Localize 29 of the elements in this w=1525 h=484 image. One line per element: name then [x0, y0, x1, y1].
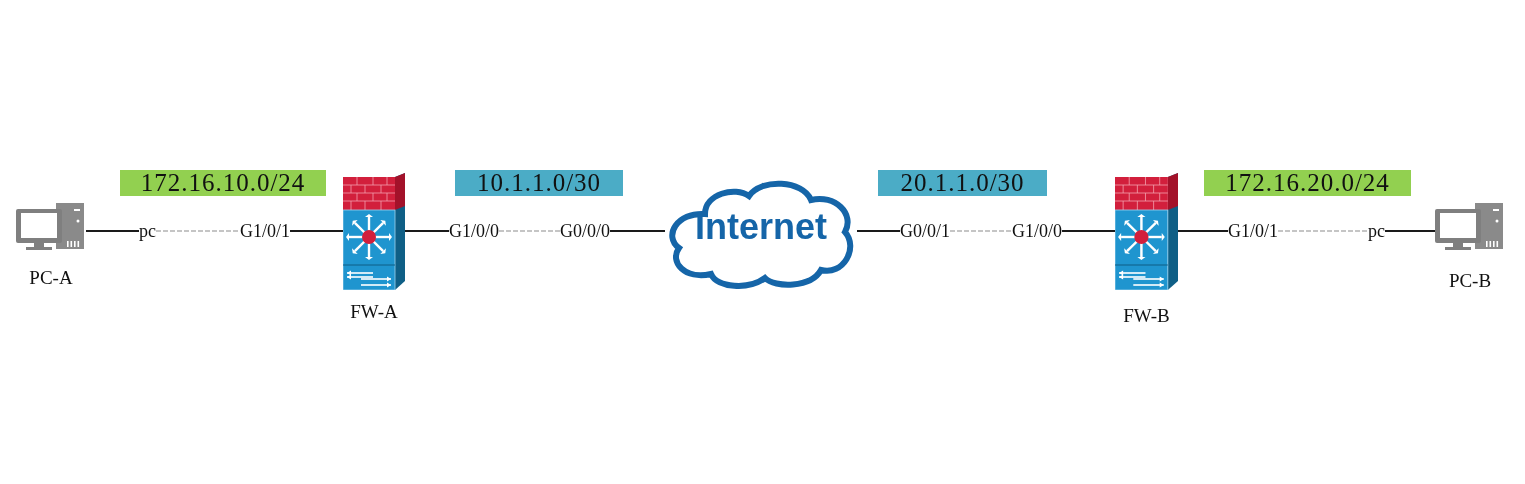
interface-label: G1/0/0: [1012, 221, 1062, 241]
dashed-link: [155, 230, 241, 232]
interface-label: pc: [1368, 221, 1385, 241]
interface-label: pc: [139, 221, 156, 241]
device-label: FW-A: [349, 301, 399, 323]
interface-label: G1/0/0: [449, 221, 499, 241]
interface-label: G0/0/0: [560, 221, 610, 241]
link-line: [289, 230, 344, 232]
link-line: [856, 230, 901, 232]
interface-label: G1/0/1: [1228, 221, 1278, 241]
device-label: PC-B: [1447, 270, 1493, 292]
link-line: [1384, 230, 1436, 232]
link-line: [85, 230, 140, 232]
subnet-box: 172.16.20.0/24: [1204, 170, 1411, 196]
dashed-link: [949, 230, 1013, 232]
cloud-label: Internet: [694, 206, 828, 248]
subnet-box: 20.1.1.0/30: [878, 170, 1047, 196]
link-line: [404, 230, 450, 232]
dashed-link: [498, 230, 561, 232]
interface-label: G1/0/1: [240, 221, 290, 241]
dashed-link: [1277, 230, 1369, 232]
link-line: [609, 230, 666, 232]
link-line: [1177, 230, 1229, 232]
subnet-box: 10.1.1.0/30: [455, 170, 623, 196]
interface-label: G0/0/1: [900, 221, 950, 241]
link-line: [1061, 230, 1116, 232]
device-label: FW-B: [1122, 305, 1171, 327]
subnet-box: 172.16.10.0/24: [120, 170, 326, 196]
device-label: PC-A: [28, 267, 74, 289]
